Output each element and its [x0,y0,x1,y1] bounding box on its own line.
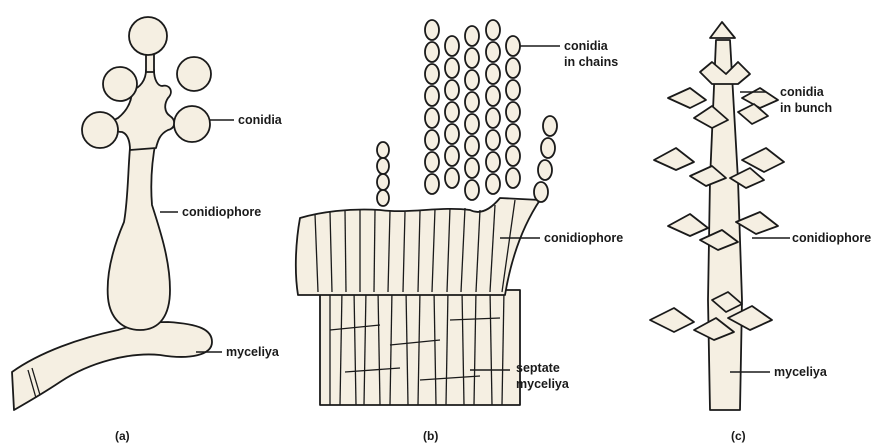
figure-a-mycelium-label: myceliya [226,345,280,359]
figure-a-conidium [177,57,211,91]
figure-a-conidium [82,112,118,148]
figure-c-caption: (c) [731,429,746,443]
figure-b-conidia-chains [377,20,557,206]
figure-a-conidium [129,17,167,55]
figure-b-conidiophore-label: conidiophore [544,231,623,245]
figure-a-conidium [174,106,210,142]
figure-c: conidia in bunch conidiophore myceliya (… [650,22,871,443]
figure-b-mycelium-label-line1: septate [516,361,560,375]
figure-a-caption: (a) [115,429,130,443]
figure-a-conidiophore-label: conidiophore [182,205,261,219]
figure-c-conidia-label-line1: conidia [780,85,825,99]
figure-a-conidia-label: conidia [238,113,283,127]
figure-b-conidia-label-line2: in chains [564,55,618,69]
figure-c-conidiophore [708,40,742,410]
figure-b-conidia-label-line1: conidia [564,39,609,53]
figure-b: conidia in chains conidiophore septate m… [296,20,623,443]
figure-a: conidia conidiophore myceliya (a) [12,17,283,443]
figure-b-mycelium-label-line2: myceliya [516,377,570,391]
figure-c-mycelium-label: myceliya [774,365,828,379]
figure-a-conidiophore [108,140,170,330]
figure-a-mycelium [12,322,212,410]
figure-b-caption: (b) [423,429,438,443]
figure-c-conidia-label-line2: in bunch [780,101,832,115]
figure-c-conidiophore-label: conidiophore [792,231,871,245]
figure-a-conidium [103,67,137,101]
